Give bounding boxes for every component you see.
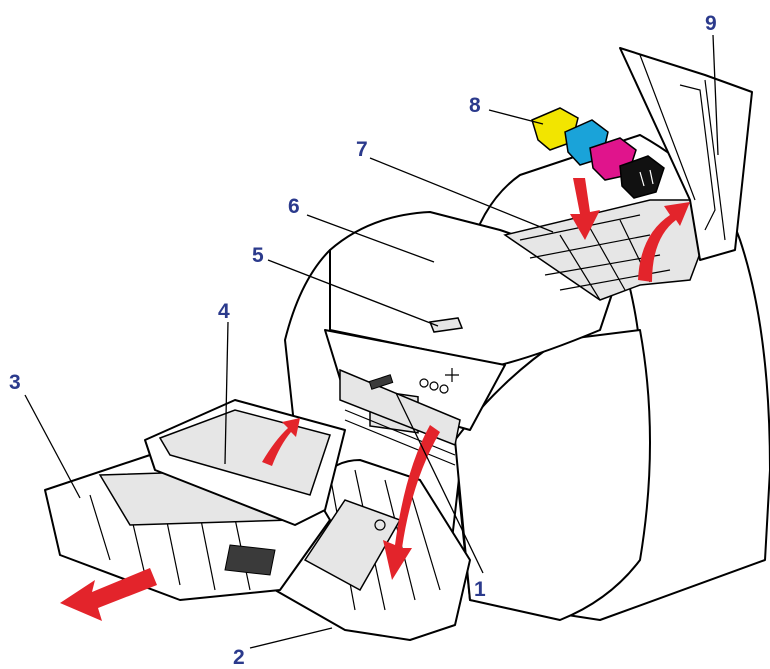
leader-lines [24,34,719,649]
callout-3: 3 [9,371,21,394]
panel-button [429,381,439,391]
callout-6: 6 [288,195,300,218]
front-door-latch [368,374,394,390]
panel-button [439,384,449,394]
callout-9: 9 [705,12,717,35]
callout-5: 5 [252,244,264,267]
lift-arrow [262,418,300,466]
callout-8: 8 [469,94,481,117]
callout-7: 7 [356,138,368,161]
callouts: 1 2 3 4 5 6 7 8 9 [9,12,717,669]
door-open-arrow [383,425,440,580]
red-arrows [60,178,690,621]
ink-sticks [531,107,665,199]
panel-button [419,378,429,388]
cover-release-tab [428,317,464,333]
pull-out-arrow [60,568,157,621]
arrow-pad-icon [445,368,459,382]
callout-1: 1 [474,578,486,601]
lid-open-arrow [638,202,690,282]
ink-insert-arrow [570,178,600,240]
callout-4: 4 [218,300,230,323]
callout-2: 2 [233,646,245,669]
door-screw [374,519,386,531]
ink-loader-lid [619,47,753,261]
